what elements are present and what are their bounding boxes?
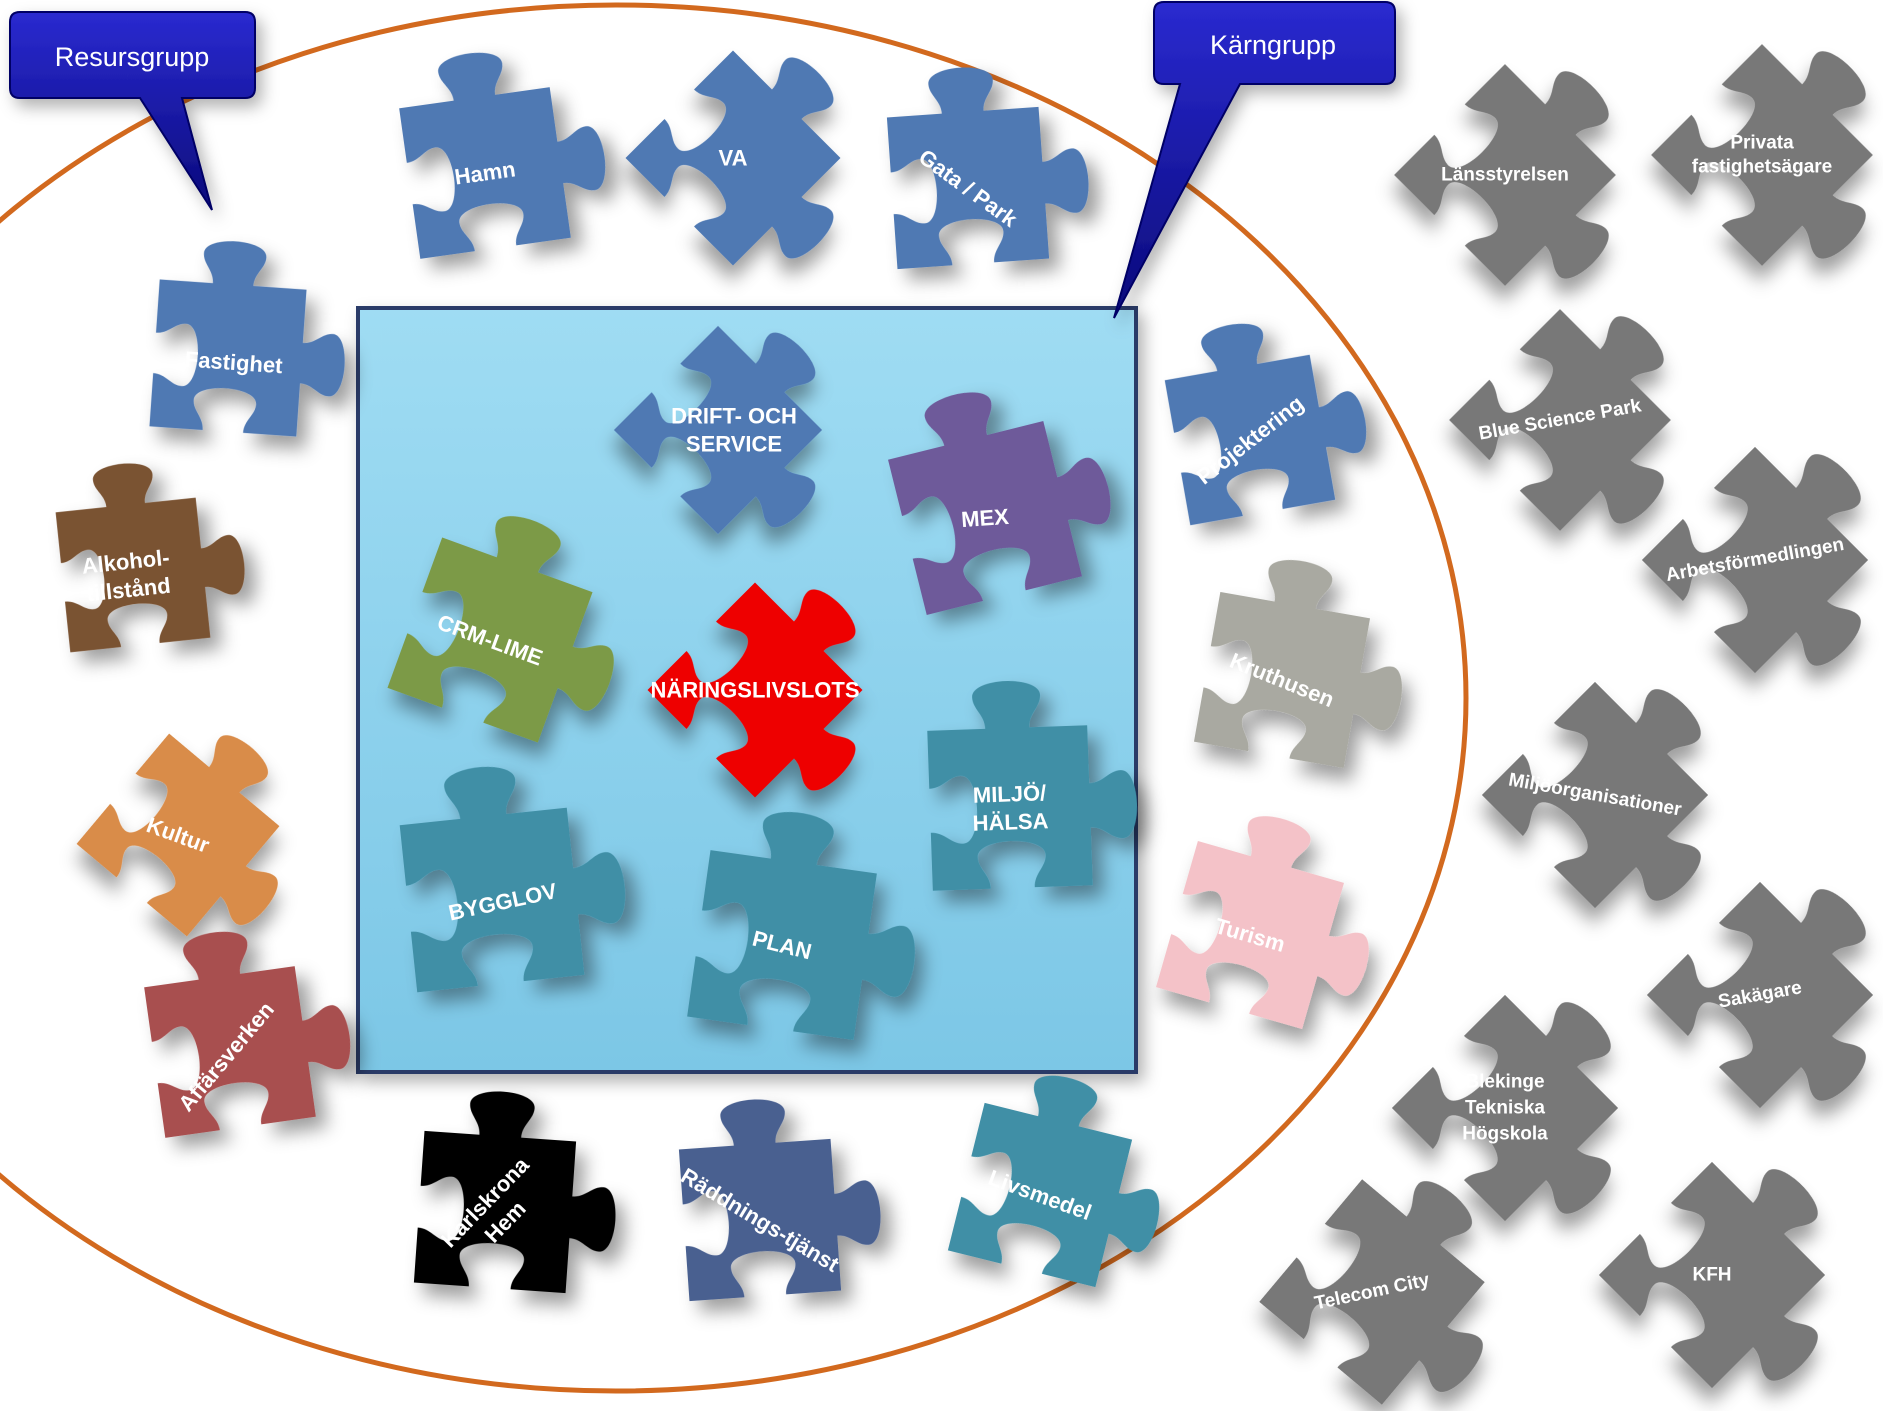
puzzle-piece-lansstyrelsen: Länsstyrelsen	[1394, 31, 1682, 319]
puzzle-piece-privata-fastighetsagare: Privata fastighetsägare	[1651, 11, 1883, 299]
puzzle-piece-blekinge-tekniska-hogskola: Blekinge Tekniska Högskola	[1391, 961, 1685, 1255]
puzzle-piece-kruthusen: Kruthusen	[1193, 547, 1422, 776]
piece-label-mex: MEX	[960, 504, 1010, 532]
puzzle-piece-alkohol: Alkohol- tillstånd	[51, 452, 252, 653]
puzzle-piece-gata-park: Gata / Park	[883, 59, 1094, 270]
puzzle-piece-livsmedel: Livsmedel	[947, 1059, 1187, 1298]
piece-label-privata-line1: Privata	[1730, 133, 1794, 154]
callout-resursgrupp-label: Resursgrupp	[55, 42, 210, 72]
puzzle-piece-kultur: Kultur	[76, 701, 340, 964]
piece-label-lansstyrelsen: Länsstyrelsen	[1441, 165, 1569, 186]
puzzle-piece-mex: MEX	[876, 364, 1128, 615]
piece-label-miljo-line2: HÄLSA	[972, 808, 1049, 836]
puzzle-piece-hamn: Hamn	[392, 36, 616, 259]
puzzle-piece-drift-och-service: DRIFT- OCH SERVICE	[613, 295, 884, 565]
puzzle-piece-plan: PLAN	[687, 801, 933, 1047]
piece-label-drift-line2: SERVICE	[686, 432, 782, 457]
piece-label-bth-line2: Tekniska	[1465, 1098, 1545, 1119]
puzzle-piece-blue-science-park: Blue Science Park	[1449, 276, 1737, 564]
puzzle-piece-turism: Turism	[1155, 798, 1400, 1042]
puzzle-piece-va: VA	[625, 18, 904, 298]
puzzle-piece-bygglov: BYGGLOV	[394, 753, 634, 993]
piece-label-miljo-line1: MILJÖ/	[972, 780, 1046, 808]
puzzle-piece-sakagare: Sakägare	[1646, 848, 1883, 1142]
piece-label-privata-line2: fastighetsägare	[1692, 157, 1832, 178]
puzzle-piece-naringslivslots: NÄRINGSLIVSLOTS	[647, 550, 926, 830]
puzzle-piece-fastighet: Fastighet	[149, 236, 353, 440]
piece-label-drift-line1: DRIFT- OCH	[671, 404, 797, 429]
piece-label-bth-line3: Högskola	[1462, 1124, 1548, 1145]
resource-group-circle	[0, 2, 1469, 1394]
callout-resursgrupp: Resursgrupp	[9, 11, 256, 211]
puzzle-piece-miljoorganisationer: Miljöorganisationer	[1481, 648, 1775, 942]
callout-karngrupp-label: Kärngrupp	[1210, 30, 1336, 60]
callout-karngrupp: Kärngrupp	[1113, 1, 1396, 319]
piece-label-bth-line1: Blekinge	[1465, 1072, 1544, 1093]
puzzle-piece-raddningstjanst: Räddnings-tjänst	[675, 1091, 886, 1302]
puzzle-piece-miljo-halsa: MILJÖ/ HÄLSA	[925, 676, 1140, 891]
piece-label-naringslivslots: NÄRINGSLIVSLOTS	[650, 678, 859, 703]
puzzle-piece-affarsverken: Affärsverken	[137, 915, 361, 1138]
puzzle-piece-karlskrona-hem: Karlskrona Hem	[413, 1086, 624, 1297]
puzzle-piece-kfh: KFH	[1598, 1128, 1883, 1411]
piece-label-va: VA	[719, 146, 748, 171]
puzzle-piece-arbetsformedlingen: Arbetsförmedlingen	[1641, 413, 1883, 707]
piece-label-kfh: KFH	[1692, 1265, 1731, 1286]
